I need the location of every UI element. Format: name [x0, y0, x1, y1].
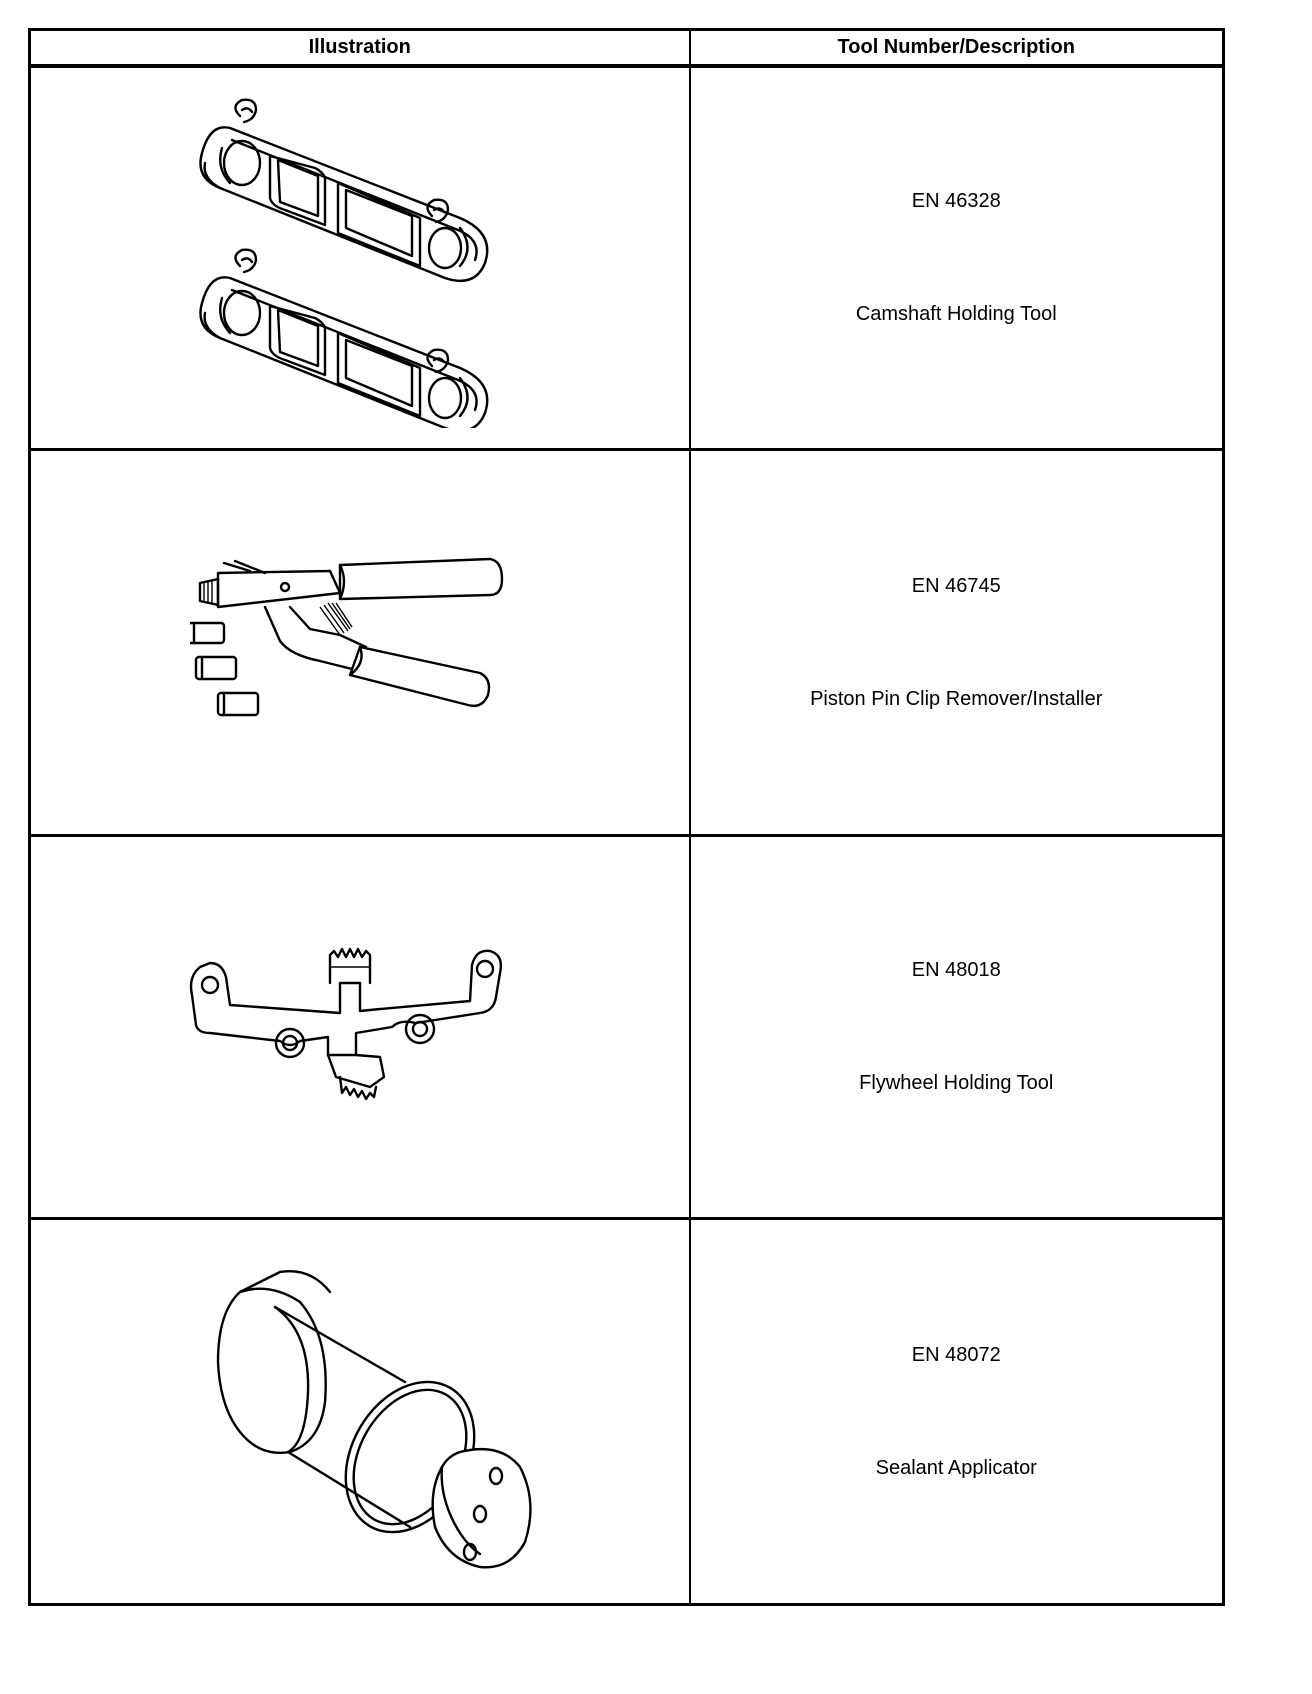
tool-description-cell: EN 46745 Piston Pin Clip Remover/Install…: [688, 448, 1225, 837]
illustration-cell: [28, 834, 691, 1220]
tool-name: Sealant Applicator: [875, 1456, 1037, 1479]
tool-number: EN 46745: [911, 574, 1001, 597]
camshaft-holding-tool-icon: [199, 98, 489, 428]
tool-description-cell: EN 48018 Flywheel Holding Tool: [688, 834, 1225, 1220]
header-tool-description: Tool Number/Description: [688, 28, 1225, 67]
flywheel-holding-tool-icon: [189, 947, 502, 1101]
tool-name: Piston Pin Clip Remover/Installer: [810, 687, 1103, 710]
sealant-applicator-icon: [216, 1269, 532, 1568]
piston-pin-clip-pliers-icon: [189, 557, 503, 716]
tool-description-cell: EN 46328 Camshaft Holding Tool: [688, 65, 1225, 451]
header-illustration: Illustration: [28, 28, 691, 67]
tool-number: EN 48072: [911, 1343, 1001, 1366]
tool-name: Flywheel Holding Tool: [859, 1072, 1054, 1094]
table-header-row: Illustration Tool Number/Description: [28, 28, 1225, 67]
tool-name: Camshaft Holding Tool: [855, 303, 1057, 325]
special-tools-table: Illustration Tool Number/Description: [28, 28, 1225, 1606]
illustration-cell: [28, 448, 691, 837]
table-row: EN 48018 Flywheel Holding Tool: [28, 834, 1225, 1220]
tool-number: EN 48018: [911, 959, 1001, 981]
table-row: EN 46745 Piston Pin Clip Remover/Install…: [28, 448, 1225, 837]
table-row: EN 46328 Camshaft Holding Tool: [28, 65, 1225, 451]
table-row: EN 48072 Sealant Applicator: [28, 1217, 1225, 1606]
illustration-cell: [28, 65, 691, 451]
tool-number: EN 46328: [911, 190, 1001, 212]
tool-description-cell: EN 48072 Sealant Applicator: [688, 1217, 1225, 1606]
illustration-cell: [28, 1217, 691, 1606]
